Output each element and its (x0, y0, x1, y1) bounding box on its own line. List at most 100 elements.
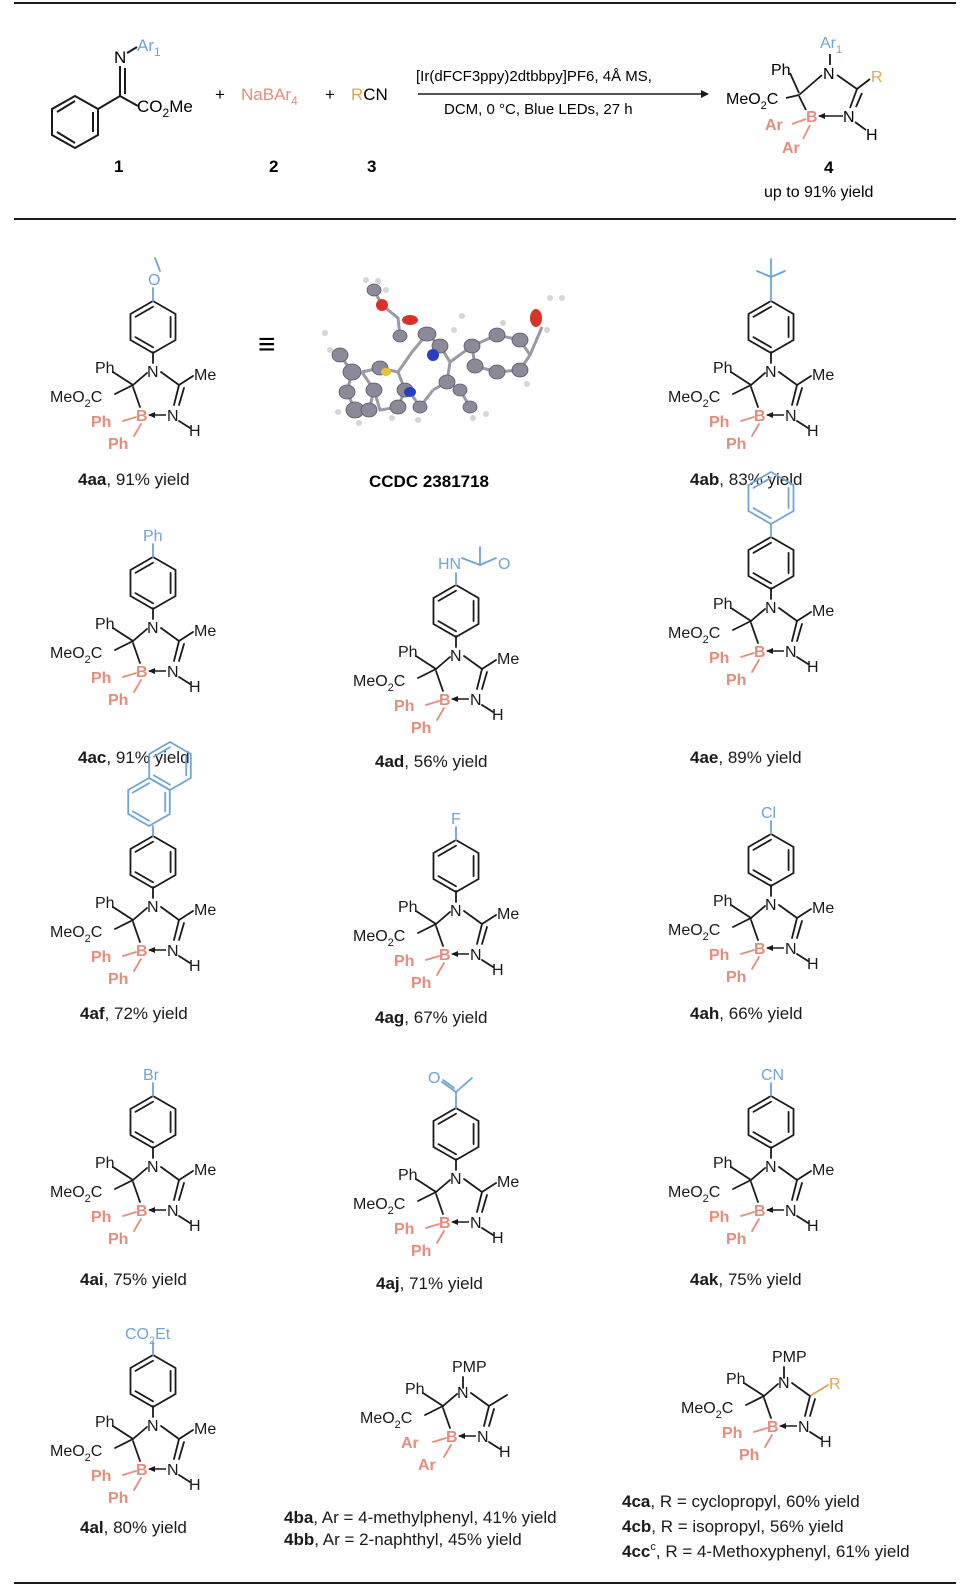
ph-label: Ph (713, 596, 733, 613)
boron-aryl-label: Ph (726, 436, 746, 453)
ph-label: Ph (398, 899, 418, 916)
h-atom: H (820, 1434, 832, 1451)
scheme-reactant-3: RCN 3 (351, 85, 388, 176)
nabar4-formula: NaBAr4 (241, 85, 298, 108)
boron-aryl-label: Ph (709, 1209, 729, 1226)
boron-aryl-label: Ph (726, 1231, 746, 1248)
boron-aryl-label: Ar (418, 1457, 436, 1474)
series-c-entry: 4ca, R = cyclopropyl, 60% yield (622, 1492, 860, 1511)
plus-sign: + (215, 85, 225, 104)
n-atom: N (457, 1385, 469, 1402)
svg-text:R: R (871, 69, 883, 86)
ester-label: CO2Et (125, 1326, 171, 1347)
me-label: Me (194, 1421, 216, 1438)
boron-atom: B (446, 1429, 458, 1446)
boron-atom: B (439, 692, 451, 709)
h-atom: H (189, 1218, 201, 1235)
ph-label: Ph (95, 895, 115, 912)
reaction-arrow-group: [Ir(dFCF3ppy)2dtbbpy]PF6, 4Å MS, DCM, 0 … (416, 68, 709, 118)
compound-yield-label: 4ag, 67% yield (375, 1008, 487, 1027)
boron-aryl-label: Ar (401, 1435, 419, 1452)
me-label: Me (497, 651, 519, 668)
ph-label: Ph (713, 893, 733, 910)
conditions-line-2: DCM, 0 °C, Blue LEDs, 27 h (444, 101, 633, 118)
substituent-label: Br (143, 1067, 160, 1084)
boron-aryl-label: Ph (726, 969, 746, 986)
boron-aryl-label: Ph (411, 720, 431, 737)
compound-yield-label: 4ai, 75% yield (80, 1270, 187, 1289)
boron-aryl-label: Ph (709, 414, 729, 431)
n-atom: N (450, 1171, 462, 1188)
substituent-label: CN (761, 1067, 784, 1084)
h-atom: H (189, 958, 201, 975)
compound-yield-label: 4ad, 56% yield (375, 752, 487, 771)
ph-label: Ph (95, 1155, 115, 1172)
svg-text:N: N (843, 109, 855, 126)
boron-aryl-label: Ph (722, 1425, 742, 1442)
svg-text:Ar: Ar (765, 117, 783, 134)
scheme-product-4: Ar1 N Ph R N H B MeO2C Ar Ar 4 up to 91%… (726, 35, 883, 201)
boron-aryl-label: Ph (108, 1490, 128, 1507)
ph-label: Ph (95, 360, 115, 377)
ph-label: Ph (95, 1414, 115, 1431)
boron-atom: B (754, 941, 766, 958)
boron-aryl-label: Ph (394, 698, 414, 715)
n-atom: N (477, 1429, 489, 1446)
ph-label: Ph (713, 1155, 733, 1172)
ph-label: Ph (398, 644, 418, 661)
boron-aryl-label: Ph (726, 672, 746, 689)
ph-label: Ph (95, 616, 115, 633)
boron-aryl-label: Ph (91, 1209, 111, 1226)
ester-group: CO2Me (137, 97, 193, 120)
ph-label: Ph (713, 360, 733, 377)
n-atom: N (114, 48, 126, 67)
boron-aryl-label: Ph (91, 414, 111, 431)
ph-label: Ph (726, 1371, 746, 1388)
h-atom: H (807, 659, 819, 676)
n-atom: N (470, 692, 482, 709)
h-atom: H (807, 423, 819, 440)
boron-aryl-label: Ph (108, 692, 128, 709)
equivalence-sign: ≡ (258, 328, 276, 361)
n-atom: N (785, 644, 797, 661)
n-atom: N (167, 1462, 179, 1479)
boron-atom: B (754, 1203, 766, 1220)
me-label: Me (194, 1162, 216, 1179)
ph-label: Ph (405, 1381, 425, 1398)
boron-aryl-label: Ph (709, 947, 729, 964)
me-label: Me (497, 1174, 519, 1191)
compound-label-1: 1 (114, 157, 123, 176)
compound-yield-label: 4ab, 83% yield (690, 470, 802, 489)
n-atom: N (147, 364, 159, 381)
svg-text:H: H (866, 127, 878, 144)
ph-label: Ph (398, 1167, 418, 1184)
nitrile-formula: RCN (351, 85, 388, 104)
scheme-reactant-1: N Ar1 CO2Me 1 (51, 36, 193, 176)
n-atom: N (167, 1203, 179, 1220)
meo2c-label: MeO2C (668, 625, 720, 646)
compound-yield-label: 4ah, 66% yield (690, 1004, 802, 1023)
meo2c-label: MeO2C (353, 673, 405, 694)
compound-label-3: 3 (367, 157, 376, 176)
meo2c-label: MeO2C (668, 922, 720, 943)
h-atom: H (492, 962, 504, 979)
svg-text:N: N (823, 66, 835, 83)
n-atom: N (798, 1419, 810, 1436)
n-atom: N (147, 1418, 159, 1435)
plus-sign: + (325, 85, 335, 104)
compound-yield-label: 4al, 80% yield (80, 1518, 187, 1537)
yield-note: up to 91% yield (764, 184, 873, 201)
scheme-reactant-2: NaBAr4 2 (241, 85, 298, 176)
product-ar1-label: Ar1 (820, 35, 842, 56)
boron-atom: B (439, 947, 451, 964)
h-atom: H (807, 1218, 819, 1235)
